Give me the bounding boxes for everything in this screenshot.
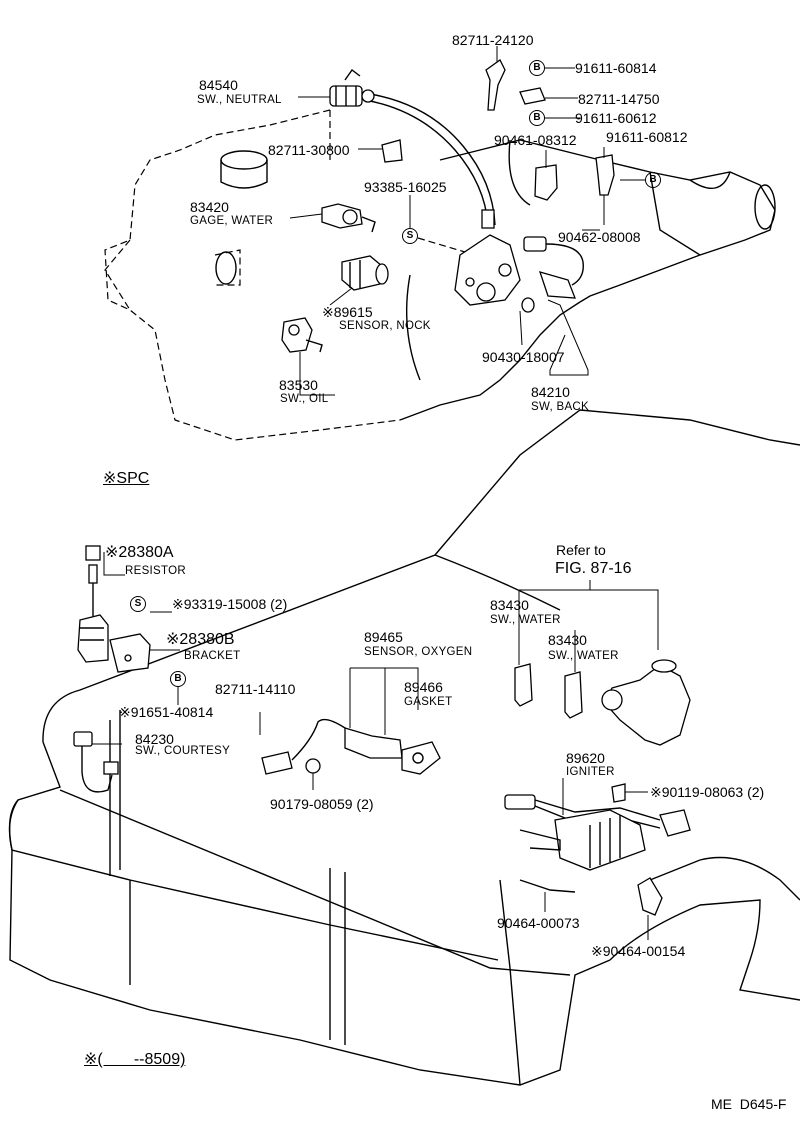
label-84210-name: SW, BACK bbox=[531, 401, 589, 413]
label-89620-name: IGNITER bbox=[566, 766, 615, 778]
oxygen-sensor-part bbox=[261, 718, 441, 775]
label-90461-08312: 90461-08312 bbox=[494, 132, 577, 148]
water-gage-part bbox=[321, 203, 376, 233]
label-89465-num: 89465 bbox=[364, 629, 403, 645]
label-93319-15008: ※93319-15008 (2) bbox=[172, 596, 288, 612]
label-89620-num: 89620 bbox=[566, 750, 605, 766]
bolt-symbol-icon: B bbox=[529, 110, 545, 126]
label-90430-18007: 90430-18007 bbox=[482, 349, 565, 365]
neutral-switch-part bbox=[329, 69, 375, 107]
label-90119-08063: ※90119-08063 (2) bbox=[650, 784, 765, 800]
figure-code: ME D645-F bbox=[711, 1096, 787, 1112]
label-93385-16025: 93385-16025 bbox=[364, 179, 447, 195]
label-82711-14750: 82711-14750 bbox=[578, 91, 660, 107]
label-91611-60812: 91611-60812 bbox=[606, 129, 688, 145]
transmission-switch-body bbox=[454, 234, 521, 306]
igniter-part bbox=[504, 783, 691, 916]
label-90179-08059: 90179-08059 (2) bbox=[270, 796, 374, 812]
shift-cable bbox=[364, 93, 496, 229]
label-82711-24120: 82711-24120 bbox=[452, 32, 534, 48]
label-83430-b-name: SW., WATER bbox=[548, 650, 619, 662]
label-83430-a-num: 83430 bbox=[490, 597, 529, 613]
bracket-part bbox=[109, 633, 151, 673]
label-89465-name: SENSOR, OXYGEN bbox=[364, 646, 473, 658]
label-82711-30800: 82711-30800 bbox=[268, 142, 350, 158]
oil-switch-part bbox=[281, 317, 323, 353]
label-91611-60814: 91611-60814 bbox=[575, 60, 657, 76]
label-89466-name: GASKET bbox=[404, 696, 453, 708]
bolt-symbol-icon: B bbox=[170, 671, 186, 687]
label-89466-num: 89466 bbox=[404, 679, 443, 695]
label-83430-a-name: SW., WATER bbox=[490, 614, 561, 626]
date-footnote: ※( --8509) bbox=[84, 1051, 186, 1068]
car-body-outline bbox=[8, 409, 800, 1086]
screw-symbol-icon: S bbox=[402, 228, 418, 244]
water-switch-parts bbox=[514, 659, 691, 746]
label-91651-40814: ※91651-40814 bbox=[119, 704, 214, 720]
resistor-part bbox=[77, 545, 109, 663]
label-84540-name: SW., NEUTRAL bbox=[197, 94, 282, 106]
label-84230-num: 84230 bbox=[135, 731, 174, 747]
label-28380a-num: ※28380A bbox=[105, 544, 174, 561]
refer-line1: Refer to bbox=[556, 542, 606, 558]
label-83530-num: 83530 bbox=[279, 377, 318, 393]
label-28380b-name: BRACKET bbox=[184, 650, 241, 662]
label-83430-b-num: 83430 bbox=[548, 632, 587, 648]
label-89615-name: SENSOR, NOCK bbox=[339, 320, 431, 332]
label-28380b-num: ※28380B bbox=[166, 631, 235, 648]
bolt-symbol-icon: B bbox=[529, 60, 545, 76]
bracket-cluster bbox=[381, 59, 615, 201]
screw-symbol-icon: S bbox=[130, 596, 146, 612]
label-83420-name: GAGE, WATER bbox=[190, 215, 274, 227]
label-90464-00073: 90464-00073 bbox=[497, 915, 580, 931]
label-90464-00154: ※90464-00154 bbox=[591, 943, 686, 959]
label-84230-name: SW., COURTESY bbox=[135, 745, 231, 757]
label-90462-08008: 90462-08008 bbox=[558, 229, 641, 245]
label-82711-14110: 82711-14110 bbox=[215, 681, 296, 697]
label-28380a-name: RESISTOR bbox=[125, 565, 186, 577]
back-switch-part bbox=[521, 236, 584, 313]
bolt-symbol-icon: B bbox=[645, 172, 661, 188]
label-84540-num: 84540 bbox=[199, 77, 238, 93]
label-89615-num: ※89615 bbox=[322, 304, 373, 320]
courtesy-switch-part bbox=[73, 731, 119, 793]
engine-outline bbox=[104, 109, 776, 441]
label-83420-num: 83420 bbox=[190, 199, 229, 215]
label-91611-60612: 91611-60612 bbox=[575, 110, 657, 126]
label-83530-name: SW., OIL bbox=[280, 393, 329, 405]
refer-line2: FIG. 87-16 bbox=[555, 560, 632, 577]
spc-heading: ※SPC bbox=[103, 470, 150, 487]
label-84210-num: 84210 bbox=[531, 384, 570, 400]
nock-sensor-part bbox=[341, 255, 389, 291]
